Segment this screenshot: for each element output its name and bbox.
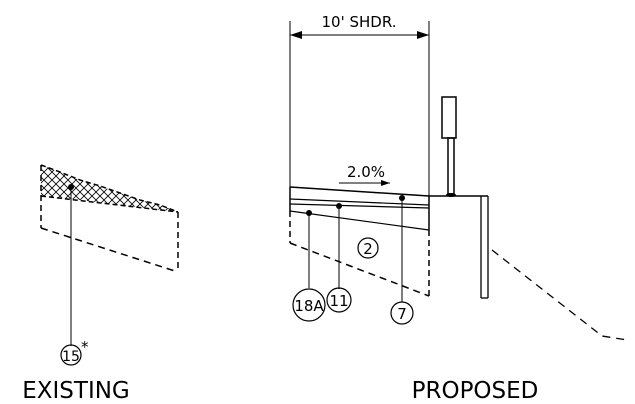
sign-post-base (446, 193, 456, 197)
layer-2-bubble (357, 237, 379, 259)
slope-arrow (381, 180, 390, 186)
existing-pavement-bottom (40, 195, 179, 213)
existing-pavement-top (40, 164, 179, 213)
layer-2-number: 2 (363, 240, 373, 258)
proposed-section: 10' SHDR. 2.0% 2 18A (289, 13, 628, 341)
embankment-slope-dashed (491, 249, 628, 341)
sign-panel (441, 96, 457, 139)
layer-18a-bubble (292, 288, 326, 322)
existing-subbase-bottom (40, 227, 179, 273)
existing-section: 15 * (40, 164, 179, 366)
existing-ref-bubble (60, 344, 82, 366)
proposed-pavement-top (289, 186, 430, 197)
layer-7-label: 7 (397, 305, 407, 323)
existing-section-title: EXISTING (22, 378, 130, 404)
proposed-layer-line-1 (289, 198, 430, 206)
layer-18a-label: 18A (294, 297, 324, 315)
proposed-layer-line-2 (289, 203, 430, 209)
sign-post (447, 137, 455, 195)
layer-11-label: 11 (329, 292, 348, 310)
dimension-label: 10' SHDR. (322, 13, 397, 31)
proposed-section-title: PROPOSED (412, 378, 539, 404)
existing-ref-number: 15 (62, 349, 80, 365)
proposed-layer-line-3 (289, 210, 430, 231)
proposed-subbase-bottom (289, 242, 430, 297)
layer-11-bubble (326, 287, 352, 313)
dimension-arrow-right (417, 31, 429, 39)
existing-ref-asterisk: * (81, 338, 89, 356)
dimension-arrow-left (290, 31, 302, 39)
slope-label: 2.0% (347, 163, 385, 181)
layer-7-bubble (390, 301, 414, 325)
